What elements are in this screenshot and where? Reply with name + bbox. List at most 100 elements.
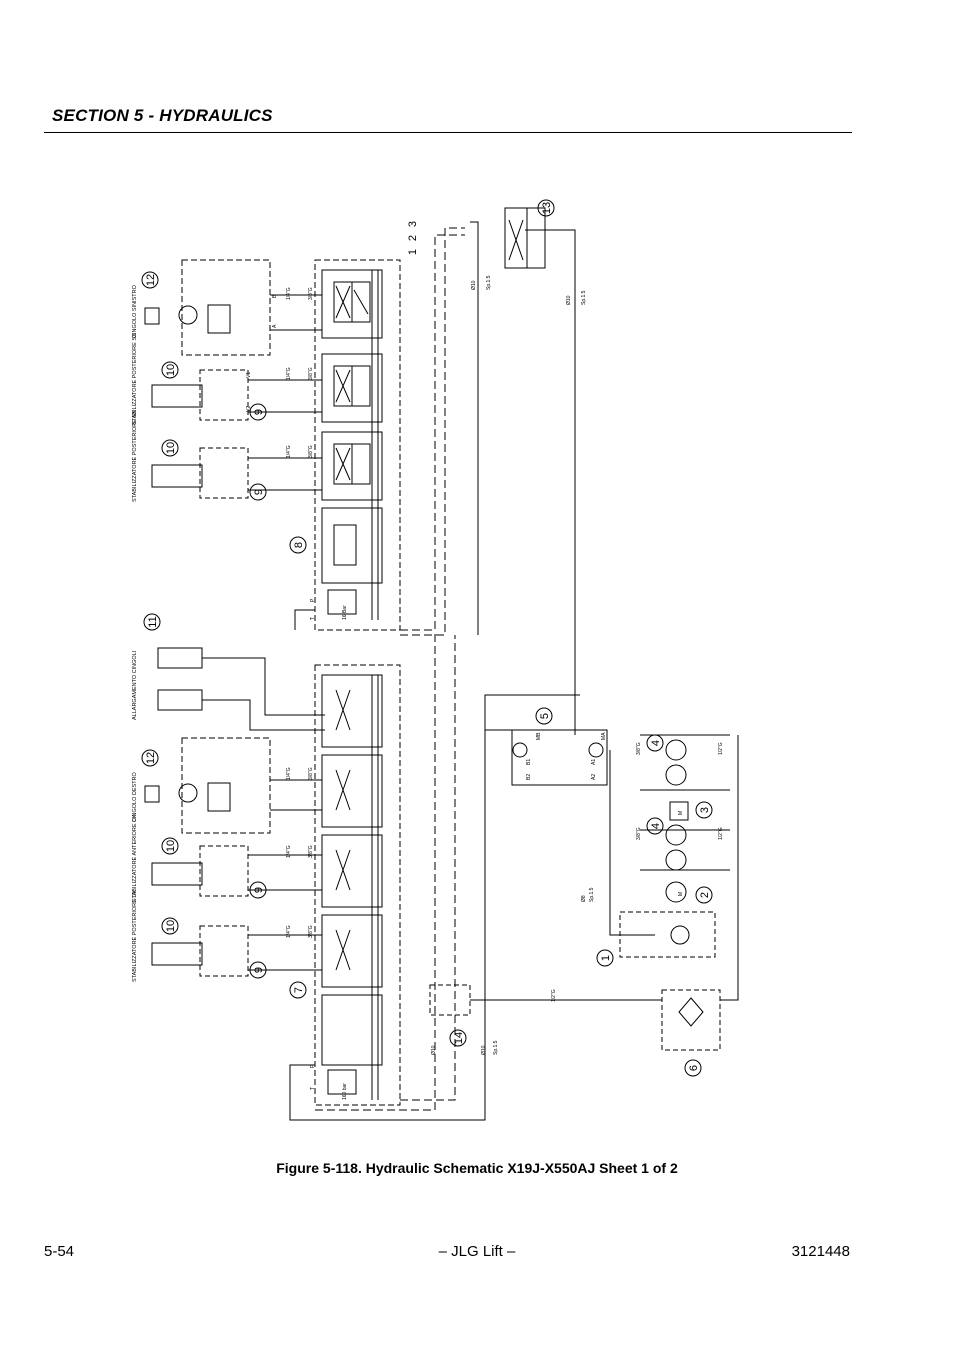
selector-pos-2: 2	[407, 235, 419, 241]
power-unit	[470, 695, 739, 1051]
pipe-label-d10-3: Ø10	[431, 1045, 437, 1055]
track-motor-left-outline	[181, 259, 271, 356]
callout-3-circle	[695, 801, 713, 819]
lines-to-stab-4	[248, 934, 322, 971]
pipe-label-d10-1: Ø10	[471, 280, 477, 290]
callout-4b: 4	[650, 823, 662, 829]
spool-2b	[351, 365, 371, 407]
lower-return-dashed	[315, 630, 436, 1111]
filter-diamond	[678, 997, 704, 1027]
valve-section-5	[321, 754, 383, 828]
spool-3b	[351, 443, 371, 485]
callout-9a-circle	[249, 403, 267, 421]
port-p-lower: P	[310, 1064, 316, 1068]
track-motor-right-valve	[207, 782, 231, 812]
port-b1: B1	[526, 759, 532, 765]
track-motor-left	[144, 259, 271, 356]
stabilizer-cyl-1	[151, 384, 203, 408]
pipe-label-sp-4: Sp.1.5	[493, 1040, 499, 1055]
callout-2-circle	[695, 886, 713, 904]
callout-numbers: 13 12 10 9 10 9 8 11 5 12 4 3 4 10 9 2 1…	[145, 202, 711, 1071]
callout-7-circle	[289, 981, 307, 999]
relief-lower	[327, 1069, 357, 1095]
supply-line-2	[470, 221, 479, 635]
callout-7: 7	[293, 987, 305, 993]
valve-bank-lower	[314, 664, 401, 1106]
motor-m-label-1: M	[678, 811, 684, 815]
label-stab-post-sx-2: STABILIZZATORE POSTERIORE SX	[132, 410, 138, 502]
electric-motor-2	[665, 881, 687, 903]
pipe-label-38-1: 3/8"G	[308, 287, 314, 300]
callout-circles	[141, 199, 713, 1077]
port-t-upper: T	[310, 617, 316, 620]
callout-9b: 9	[253, 489, 265, 495]
track-motor-left-valve	[207, 304, 231, 334]
stabilizer-check-1	[199, 369, 249, 421]
pipe-label-quarter-2: 1/4"G	[286, 367, 292, 380]
callout-10a: 10	[165, 364, 177, 376]
callout-10d: 10	[165, 920, 177, 932]
pipe-labels: 1/4"G 3/8"G 1/4"G 3/8"G 1/4"G 3/8"G 1/4"…	[286, 275, 724, 1100]
power-unit-lines	[470, 695, 739, 1001]
return-line-dashed-1	[400, 234, 465, 631]
callout-12a-circle	[141, 271, 159, 289]
lines-to-stab-1	[248, 379, 322, 413]
stabilizer-cyl-2	[151, 464, 203, 488]
lower-return-dashed-2	[400, 635, 456, 1101]
header-rule	[44, 132, 852, 133]
selector-valve	[504, 207, 546, 269]
port-a1: A1	[591, 759, 597, 765]
stabilizer-cylinders	[151, 369, 249, 977]
actuator-lines	[248, 294, 322, 971]
callout-1: 1	[600, 955, 612, 961]
callout-11: 11	[147, 616, 159, 627]
spool-1b	[351, 281, 371, 323]
port-t-lower: T	[310, 1087, 316, 1090]
inlet-section-upper	[321, 507, 383, 584]
port-mb: MB	[536, 732, 542, 740]
callout-2: 2	[699, 892, 711, 898]
valve-section-2	[321, 353, 383, 423]
valve-section-7	[321, 914, 383, 988]
label-cingolo-sinistro: CINGOLO SINISTRO	[132, 284, 138, 338]
valve-section-1	[321, 269, 383, 339]
callout-5-circle	[535, 707, 553, 725]
gauge-mb	[512, 742, 528, 758]
spool-arrows-lower	[335, 689, 351, 971]
selector-pos-1: 1	[407, 249, 419, 255]
callout-8-circle	[289, 536, 307, 554]
lines-to-motor-left	[270, 294, 322, 331]
pipe-label-quarter-3: 1/4"G	[286, 445, 292, 458]
pipe-label-half-1: 1/2"G	[718, 742, 724, 755]
lines-to-stab-3	[248, 854, 322, 891]
supply-line-1	[294, 609, 315, 630]
callout-9a: 9	[253, 409, 265, 415]
callout-14-circle	[449, 1029, 467, 1047]
pipe-label-quarter-5: 1/4"G	[286, 845, 292, 858]
lower-supply	[289, 694, 580, 1121]
stabilizer-cyl-3	[151, 862, 203, 886]
callout-5: 5	[539, 713, 551, 719]
valve-section-6	[321, 834, 383, 908]
pump-lower-1	[665, 824, 687, 846]
pipe-label-d8: Ø8	[581, 895, 587, 902]
spool-4a	[333, 524, 357, 566]
inlet-section-lower	[321, 994, 383, 1066]
document-number: 3121448	[791, 1243, 850, 1260]
pipe-label-38-6: 3/8"G	[308, 925, 314, 938]
manifold-block	[429, 984, 471, 1016]
callout-10c-circle	[161, 837, 179, 855]
callout-6: 6	[688, 1065, 700, 1071]
callout-9d-circle	[249, 961, 267, 979]
stabilizer-check-2	[199, 447, 249, 499]
hydraulic-schematic: 13 12 10 9 10 9 8 11 5 12 4 3 4 10 9 2 1…	[132, 199, 739, 1121]
lines-to-stab-2	[248, 457, 322, 491]
distributor-block-5	[511, 729, 608, 786]
callout-14: 14	[453, 1032, 465, 1044]
pipe-label-sp-1: Sp.1.5	[486, 275, 492, 290]
port-v1-1: V1	[246, 372, 252, 378]
valve-bank-upper-outline	[314, 259, 401, 631]
port-a-1: A	[272, 324, 278, 328]
callout-13: 13	[541, 202, 553, 214]
stabilizer-check-4	[199, 925, 249, 977]
